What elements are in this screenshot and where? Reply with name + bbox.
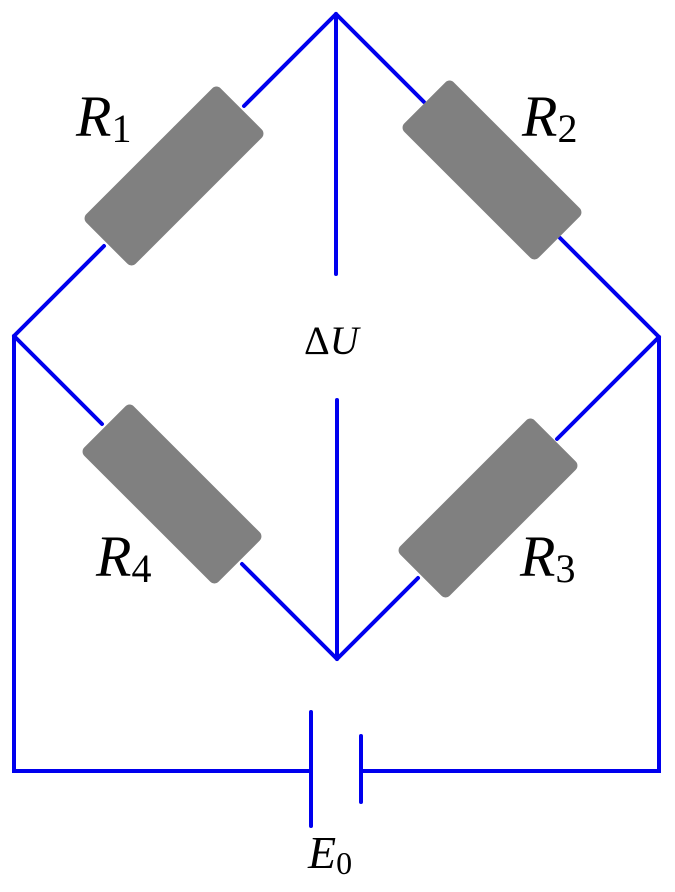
wire-r1-to-left <box>12 244 106 338</box>
resistor-r4 <box>82 404 262 584</box>
label-e0-symbol: E <box>307 827 336 878</box>
label-r4-index: 4 <box>131 546 151 591</box>
resistor-r3 <box>398 418 578 598</box>
label-delta-u-delta: Δ <box>304 318 330 363</box>
label-r4: R4 <box>95 524 151 591</box>
label-r4-symbol: R <box>95 524 131 589</box>
wire-left-to-battery <box>12 334 313 773</box>
label-r3: R3 <box>519 524 575 591</box>
label-delta-u: ΔU <box>304 318 362 363</box>
wire-top-to-r2 <box>334 12 426 104</box>
label-r1-symbol: R <box>75 84 111 149</box>
label-delta-u-symbol: U <box>330 318 362 363</box>
wire-r2-to-right <box>558 236 661 339</box>
wire-top-to-r1 <box>242 12 338 108</box>
label-r2-symbol: R <box>521 84 557 149</box>
label-r1-index: 1 <box>111 106 131 151</box>
wire-r3-to-bottom <box>335 576 420 661</box>
label-e0-index: 0 <box>336 845 352 881</box>
label-r3-index: 3 <box>555 546 575 591</box>
wire-r4-to-bottom <box>240 562 339 661</box>
label-r2: R2 <box>521 84 577 151</box>
label-r1: R1 <box>75 84 131 151</box>
resistor-r4-body <box>82 404 262 584</box>
resistor-r2-body <box>402 80 582 260</box>
label-r2-index: 2 <box>557 106 577 151</box>
wire-right-to-battery <box>359 335 661 773</box>
resistor-r1 <box>84 86 264 266</box>
wire-left-to-r4 <box>12 334 104 426</box>
wire-right-to-r3 <box>555 335 661 441</box>
resistor-r1-body <box>84 86 264 266</box>
resistor-r2 <box>402 80 582 260</box>
label-e0: E0 <box>307 827 352 881</box>
wires <box>12 12 661 828</box>
label-r3-symbol: R <box>519 524 555 589</box>
resistor-r3-body <box>398 418 578 598</box>
